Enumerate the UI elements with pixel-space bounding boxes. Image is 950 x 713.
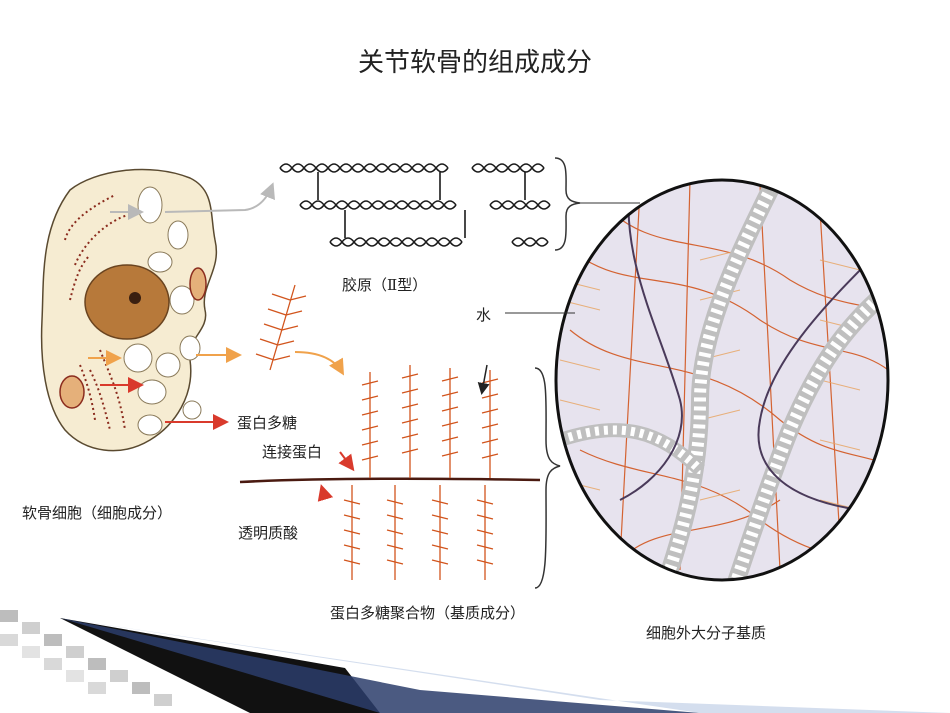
label-chondrocyte: 软骨细胞（细胞成分） — [22, 504, 173, 522]
collagen-fibers — [279, 163, 551, 247]
proteoglycan-aggregate — [239, 364, 541, 580]
label-proteoglycan: 蛋白多糖 — [237, 414, 298, 432]
label-aggregate: 蛋白多糖聚合物（基质成分） — [330, 604, 526, 622]
single-proteoglycan — [255, 284, 307, 371]
label-ecm: 细胞外大分子基质 — [646, 624, 767, 642]
label-water: 水 — [476, 306, 492, 324]
page-title: 关节软骨的组成成分 — [357, 48, 592, 78]
chondrocyte-cell — [40, 168, 218, 452]
aggregate-brace — [534, 367, 561, 589]
nucleus — [84, 264, 170, 340]
label-collagen: 胶原（Ⅱ型） — [342, 276, 428, 294]
label-hyaluronic-acid: 透明质酸 — [238, 524, 299, 542]
cell-arrows — [88, 182, 275, 430]
label-link-protein: 连接蛋白 — [262, 443, 323, 461]
slide-decoration — [0, 610, 950, 713]
collagen-brace — [554, 157, 581, 251]
ecm-circle — [554, 178, 890, 582]
